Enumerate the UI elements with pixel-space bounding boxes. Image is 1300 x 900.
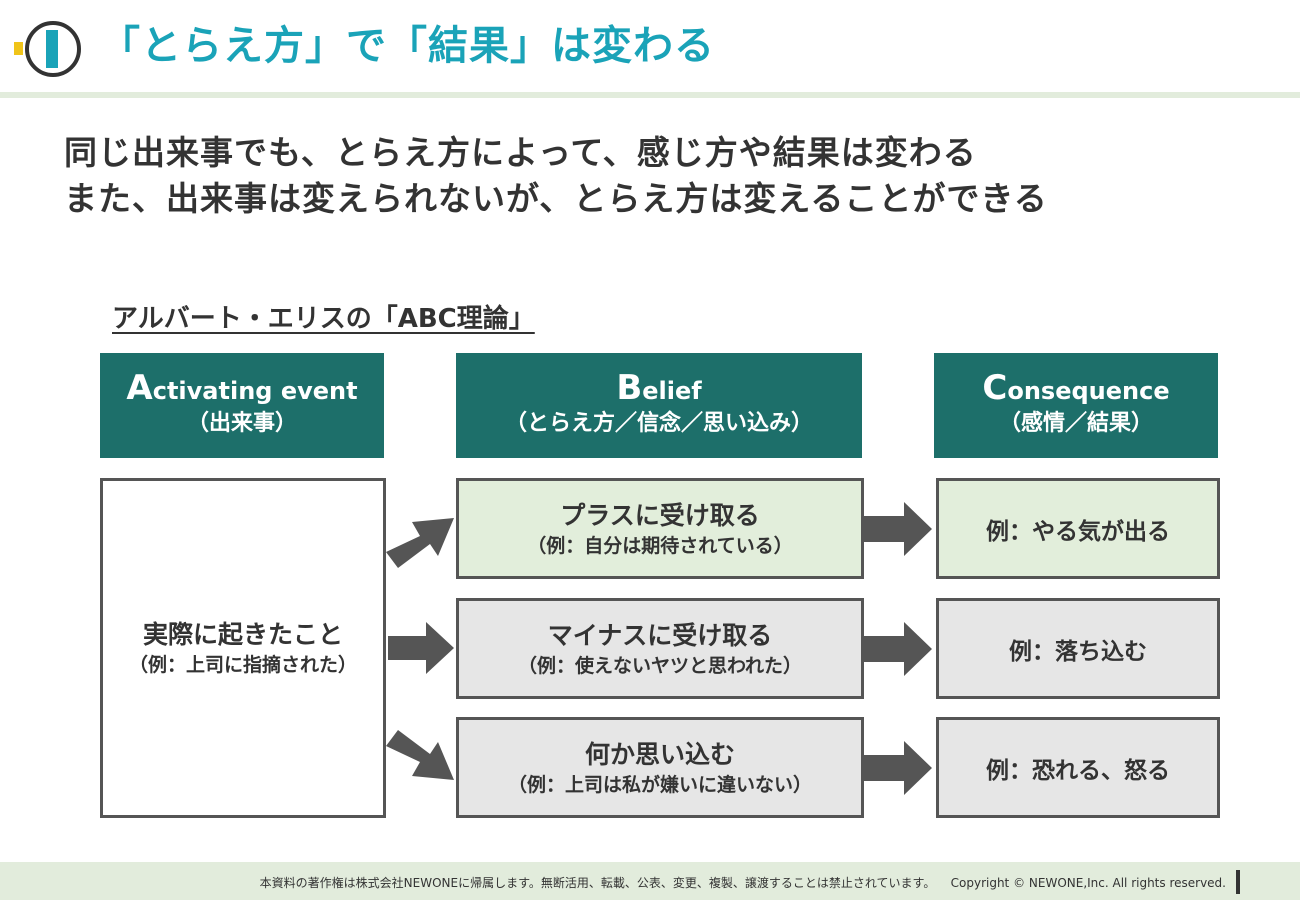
arrow-right-icon bbox=[864, 502, 932, 556]
arrow-right-icon bbox=[388, 622, 454, 674]
consequence-box-motivated: 例：やる気が出る bbox=[936, 478, 1220, 579]
footer: 本資料の著作権は株式会社NEWONEに帰属します。無断活用、転載、公表、変更、複… bbox=[0, 862, 1300, 900]
logo-mark-icon bbox=[14, 21, 81, 77]
consequence-label: 例：やる気が出る bbox=[986, 518, 1170, 545]
belief-label: マイナスに受け取る bbox=[547, 620, 773, 650]
consequence-label: 例：落ち込む bbox=[1009, 638, 1147, 665]
headline-line-2: また、出来事は変えられないが、とらえ方は変えることができる bbox=[64, 179, 1048, 218]
consequence-box-fear-anger: 例：恐れる、怒る bbox=[936, 717, 1220, 818]
event-label: 実際に起きたこと bbox=[142, 620, 343, 649]
copyright-line: Copyright © NEWONE,Inc. All rights reser… bbox=[950, 876, 1226, 890]
belief-box-positive: プラスに受け取る （例：自分は期待されている） bbox=[456, 478, 864, 579]
arrow-up-right-icon bbox=[386, 518, 454, 568]
column-header-subtitle: （感情／結果） bbox=[998, 411, 1153, 436]
event-box: 実際に起きたこと （例：上司に指摘された） bbox=[100, 478, 386, 818]
column-header-consequence: Consequence （感情／結果） bbox=[934, 353, 1218, 458]
column-header-subtitle: （出来事） bbox=[186, 411, 297, 436]
consequence-label: 例：恐れる、怒る bbox=[986, 757, 1170, 784]
copyright-notice: 本資料の著作権は株式会社NEWONEに帰属します。無断活用、転載、公表、変更、複… bbox=[259, 876, 936, 890]
footer-notice: 本資料の著作権は株式会社NEWONEに帰属します。無断活用、転載、公表、変更、複… bbox=[260, 874, 1226, 891]
belief-box-assumption: 何か思い込む （例：上司は私が嫌いに違いない） bbox=[456, 717, 864, 818]
belief-label: プラスに受け取る bbox=[560, 500, 760, 530]
column-header-initial: C bbox=[982, 368, 1008, 408]
belief-box-negative: マイナスに受け取る （例：使えないヤツと思われた） bbox=[456, 598, 864, 699]
event-example: （例：上司に指摘された） bbox=[128, 654, 357, 676]
arrow-right-icon bbox=[864, 741, 932, 795]
arrow-down-right-icon bbox=[386, 730, 454, 780]
consequence-box-depressed: 例：落ち込む bbox=[936, 598, 1220, 699]
abc-theory-title: アルバート・エリスの「ABC理論」 bbox=[112, 304, 535, 334]
belief-example: （例：上司は私が嫌いに違いない） bbox=[507, 773, 812, 796]
column-header-initial: B bbox=[616, 368, 643, 408]
belief-label: 何か思い込む bbox=[584, 739, 735, 769]
page-title: 「とらえ方」で「結果」は変わる bbox=[100, 23, 715, 69]
column-header-activating-event: Activating event （出来事） bbox=[100, 353, 384, 458]
headline-line-1: 同じ出来事でも、とらえ方によって、感じ方や結果は変わる bbox=[64, 133, 977, 172]
column-header-belief: Belief （とらえ方／信念／思い込み） bbox=[456, 353, 862, 458]
column-header-subtitle: （とらえ方／信念／思い込み） bbox=[504, 411, 813, 436]
column-header-initial: A bbox=[126, 368, 153, 408]
arrow-right-icon bbox=[864, 622, 932, 676]
column-header-word: ctivating event bbox=[152, 377, 358, 405]
column-header-word: elief bbox=[642, 377, 702, 405]
title-divider bbox=[0, 92, 1300, 98]
belief-example: （例：自分は期待されている） bbox=[527, 534, 793, 557]
column-header-word: onsequence bbox=[1007, 377, 1170, 405]
belief-example: （例：使えないヤツと思われた） bbox=[517, 654, 803, 677]
headline: 同じ出来事でも、とらえ方によって、感じ方や結果は変わる また、出来事は変えられな… bbox=[64, 130, 1264, 222]
footer-bar bbox=[1236, 870, 1240, 894]
